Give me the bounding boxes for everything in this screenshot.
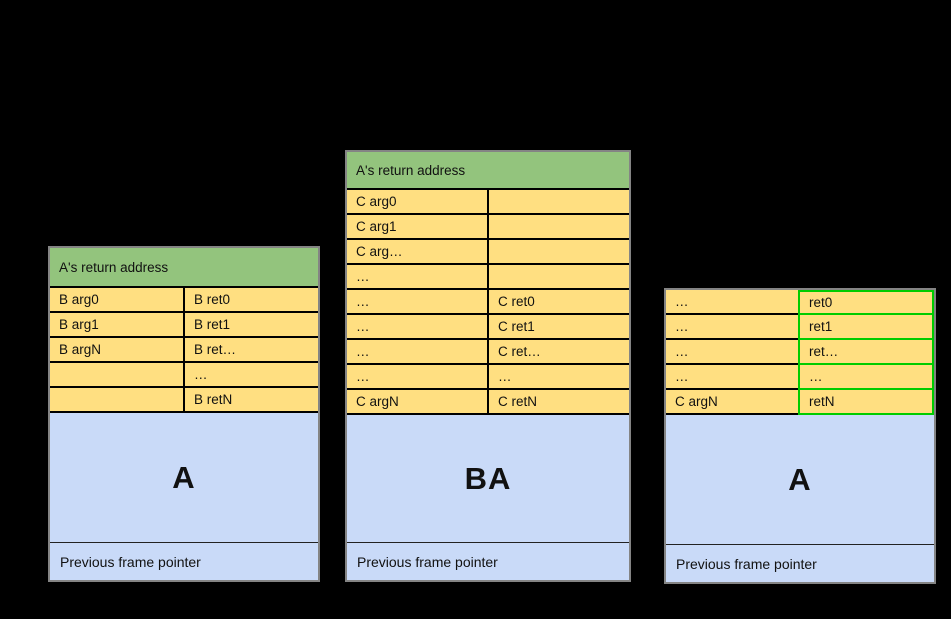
frame-label: BA (464, 460, 512, 496)
stack-cell: … (347, 340, 489, 365)
stack-diagram-middle: A's return address C arg0 C arg1 C arg… … (345, 150, 631, 582)
return-address-cell: A's return address (50, 248, 318, 288)
stack-row: B arg0 B ret0 (50, 288, 318, 313)
stack-cell: C ret0 (489, 290, 629, 315)
stack-row: … (50, 363, 318, 388)
frame-label: A (172, 459, 196, 495)
frame-label: A (788, 461, 812, 497)
stack-cell: … (666, 340, 798, 365)
stack-row: C arg… (347, 240, 629, 265)
stack-row: … (347, 265, 629, 290)
stack-row: B arg1 B ret1 (50, 313, 318, 338)
stack-row: C arg0 (347, 190, 629, 215)
stack-cell: … (347, 315, 489, 340)
stack-row: … C ret… (347, 340, 629, 365)
stack-cell-highlighted: retN (798, 390, 934, 415)
stack-cell: B ret… (185, 338, 318, 363)
stack-cell: C retN (489, 390, 629, 415)
stack-cell-highlighted: ret0 (798, 290, 934, 315)
stack-cell (489, 265, 629, 290)
stack-diagram-left: A's return address B arg0 B ret0 B arg1 … (48, 246, 320, 582)
stack-cell: C argN (347, 390, 489, 415)
stack-cell: … (666, 290, 798, 315)
stack-row: C argN C retN (347, 390, 629, 415)
stack-cell (489, 190, 629, 215)
stack-cell (489, 215, 629, 240)
stack-row: … … (347, 365, 629, 390)
stack-cell: … (489, 365, 629, 390)
stack-cell: C arg1 (347, 215, 489, 240)
stack-row: … ret1 (666, 315, 934, 340)
stack-row: C arg1 (347, 215, 629, 240)
stack-cell: B ret1 (185, 313, 318, 338)
stack-cell: … (347, 290, 489, 315)
frame-region: A (666, 415, 934, 544)
stack-cell: C ret… (489, 340, 629, 365)
stack-cell (489, 240, 629, 265)
frame-region: BA (347, 415, 629, 542)
stack-cell-highlighted: ret… (798, 340, 934, 365)
stack-cell: … (347, 365, 489, 390)
stack-diagram-right: … ret0 … ret1 … ret… … … C argN retN A P… (664, 288, 936, 584)
stack-cell: B retN (185, 388, 318, 413)
stack-cell-highlighted: ret1 (798, 315, 934, 340)
stack-cell (50, 363, 185, 388)
return-address-cell: A's return address (347, 152, 629, 190)
previous-frame-pointer-cell: Previous frame pointer (50, 542, 318, 580)
stack-cell: … (347, 265, 489, 290)
stack-row: … ret… (666, 340, 934, 365)
stack-row: C argN retN (666, 390, 934, 415)
stack-cell: C arg0 (347, 190, 489, 215)
stack-cell: … (666, 365, 798, 390)
stack-row: B retN (50, 388, 318, 413)
stack-cell: B arg0 (50, 288, 185, 313)
stack-cell: C arg… (347, 240, 489, 265)
stack-row: … C ret0 (347, 290, 629, 315)
stack-cell: … (185, 363, 318, 388)
stack-cell: B argN (50, 338, 185, 363)
stack-row: B argN B ret… (50, 338, 318, 363)
previous-frame-pointer-cell: Previous frame pointer (347, 542, 629, 580)
stack-cell: B arg1 (50, 313, 185, 338)
stack-cell-highlighted: … (798, 365, 934, 390)
stack-cell: C ret1 (489, 315, 629, 340)
previous-frame-pointer-cell: Previous frame pointer (666, 544, 934, 582)
stack-cell: B ret0 (185, 288, 318, 313)
stack-row: … ret0 (666, 290, 934, 315)
stack-cell: … (666, 315, 798, 340)
stack-row: … C ret1 (347, 315, 629, 340)
stack-cell (50, 388, 185, 413)
stack-cell: C argN (666, 390, 798, 415)
frame-region: A (50, 413, 318, 542)
stack-row: … … (666, 365, 934, 390)
